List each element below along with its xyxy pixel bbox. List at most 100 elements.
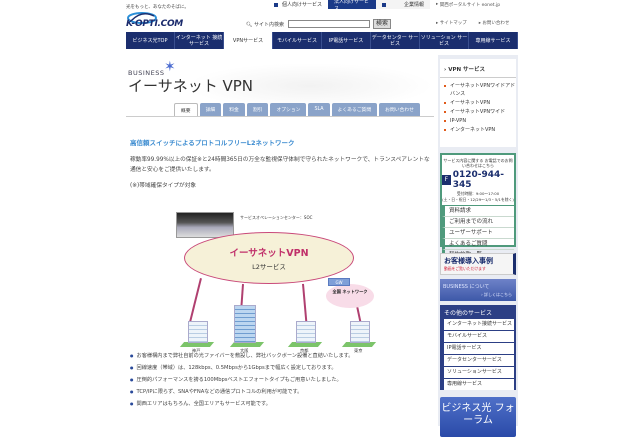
tab-contact[interactable]: お問い合わせ — [379, 103, 420, 116]
nav-ip-phone[interactable]: IP電話サービス — [322, 32, 371, 49]
search-input[interactable] — [287, 20, 370, 28]
other-solution[interactable]: ソリューションサービス — [442, 367, 514, 378]
diagram-subtitle: L2サービス — [252, 263, 286, 271]
vpn-menu-heading[interactable]: › VPN サービス — [440, 59, 516, 78]
intro-paragraph: 稼動率99.99%以上の保証※と24時間365日の万全な監視保守体制で守られたネ… — [130, 157, 430, 173]
building-icon — [296, 321, 316, 343]
nav-solution[interactable]: ソリューション サービス — [420, 32, 469, 49]
contact-intro: サービス内容に関する お電話でのお問い合わせはこちら — [443, 158, 513, 168]
top-links: 個人向けサービス 法人向けサービス 企業情報 ▸ 関西ポータルサイト eonet… — [268, 0, 501, 12]
portal-link[interactable]: ▸ 関西ポータルサイト eonet.jp — [436, 2, 501, 8]
case-sub: 動画をご覧いただけます — [444, 266, 486, 271]
list-item: 回線速度（帯域）は、128kbps、0.5Mbpsから1Gbpsまで幅広く設定し… — [130, 362, 354, 374]
footnote: (※)帯域確保タイプが対象 — [130, 183, 197, 189]
vpn-ellipse: イーサネットVPN L2サービス — [184, 232, 354, 284]
sitemap-label: サイトマップ — [439, 21, 467, 26]
phone-row: F 0120-944-345 — [442, 170, 514, 190]
other-services: その他のサービス インターネット接続サービス モバイルサービス IP電話サービス… — [440, 305, 516, 390]
link-label: 個人向けサービス — [282, 2, 323, 8]
other-datacenter[interactable]: データセンターサービス — [442, 355, 514, 366]
tabs: 概要 詳細 料金 割引 オプション SLA よくあるご質問 お問い合わせ — [174, 103, 420, 116]
tagline: 光をもっと、あなたのそばに。 — [126, 5, 189, 10]
diagram-title: イーサネットVPN — [229, 248, 309, 259]
vpn-item-internet-vpn[interactable]: インターネットVPN — [444, 126, 516, 134]
city-tokyo: 東京 — [354, 348, 363, 353]
link-label: 法人向けサービス — [334, 0, 370, 12]
square-icon — [382, 2, 387, 7]
other-mobile[interactable]: モバイルサービス — [442, 331, 514, 342]
logo-text[interactable]: K-OPTI.COM — [126, 19, 183, 29]
other-leased-line[interactable]: 専用線サービス — [442, 379, 514, 390]
vpn-item-ethernet-wide[interactable]: イーサネットVPNワイド — [444, 108, 516, 116]
vpn-item-ethernet[interactable]: イーサネットVPN — [444, 99, 516, 107]
global-nav: ビジネス光TOP インターネット 接続サービス VPNサービス モバイルサービス… — [126, 32, 518, 49]
nav-biz-top[interactable]: ビジネス光TOP — [126, 32, 175, 49]
link-personal[interactable]: 個人向けサービス — [268, 0, 328, 9]
vpn-item-ip-vpn[interactable]: IP-VPN — [444, 117, 516, 125]
tab-discount[interactable]: 割引 — [246, 103, 269, 116]
phone-number[interactable]: 0120-944-345 — [452, 170, 505, 190]
tab-details[interactable]: 詳細 — [199, 103, 222, 116]
other-ip-phone[interactable]: IP電話サービス — [442, 343, 514, 354]
vpn-list: イーサネットVPNワイドアドバンス イーサネットVPN イーサネットVPNワイド… — [440, 78, 516, 134]
business-link-label: 詳しくはこちら — [484, 292, 512, 297]
national-network-cloud: 全国 ネットワーク — [326, 284, 374, 308]
building-icon — [188, 321, 208, 343]
search-label-text: サイト内検索 — [253, 21, 284, 28]
search-button[interactable]: 検索 — [372, 19, 391, 29]
link-label: 企業情報 — [404, 2, 425, 8]
contact-link[interactable]: ▸ お問い合わせ — [478, 21, 510, 26]
hours: 受付時間：9:00〜17:00 — [456, 191, 500, 196]
business-title: BUSINESS について — [443, 284, 490, 290]
gw-box: GW — [328, 278, 350, 286]
tab-divider — [126, 116, 434, 117]
portal-label: 関西ポータルサイト eonet.jp — [439, 2, 501, 8]
nav-leased-line[interactable]: 専用線サービス — [469, 32, 518, 49]
header-arc — [186, 63, 434, 109]
feature-list: お客様構内まで弊社自前の光ファイバーを敷設し、弊社バックボーン設備と直結いたしま… — [130, 350, 354, 410]
list-item: 圧倒的パフォーマンスを誇る100Mbpsベストエフォートタイプもご用意いたしまし… — [130, 374, 354, 386]
tab-faq[interactable]: よくあるご質問 — [331, 103, 378, 116]
case-title: お客様導入事例 — [444, 257, 493, 265]
list-item: 関西エリアはもちろん、全国エリアもサービス可能です。 — [130, 398, 354, 410]
link-faq[interactable]: よくあるご質問 — [442, 239, 514, 250]
vpn-item-wide-advance[interactable]: イーサネットVPNワイドアドバンス — [444, 82, 516, 98]
other-heading: その他のサービス — [444, 310, 493, 317]
soc-label: サービスオペレーションセンター：SOC — [240, 215, 313, 220]
tab-sla[interactable]: SLA — [308, 103, 330, 116]
search-label: 🔍︎ サイト内検索 — [246, 21, 284, 28]
sub-links: ▸ サイトマップ ▸ お問い合わせ — [436, 20, 509, 26]
nav-vpn[interactable]: VPNサービス — [224, 32, 273, 49]
link-brochure[interactable]: 資料請求 — [442, 206, 514, 217]
business-link: › 詳しくはこちら — [481, 292, 512, 297]
network-diagram: サービスオペレーションセンター：SOC イーサネットVPN L2サービス 全国 … — [174, 208, 394, 353]
freedial-icon: F — [442, 175, 451, 185]
tab-overview[interactable]: 概要 — [174, 103, 198, 116]
nav-datacenter[interactable]: データセンター サービス — [371, 32, 420, 49]
logo-icon[interactable] — [126, 10, 198, 30]
sidebar: › VPN サービス イーサネットVPNワイドアドバンス イーサネットVPN イ… — [438, 55, 518, 437]
list-item: お客様構内まで弊社自前の光ファイバーを敷設し、弊社バックボーン設備と直結いたしま… — [130, 350, 354, 362]
link-flow[interactable]: ご利用までの流れ — [442, 217, 514, 228]
link-business[interactable]: 法人向けサービス — [328, 0, 377, 12]
other-internet[interactable]: インターネット接続サービス — [442, 319, 514, 330]
page-title: イーサネット VPN — [128, 77, 253, 95]
nav-mobile[interactable]: モバイルサービス — [273, 32, 322, 49]
sitemap-link[interactable]: ▸ サイトマップ — [436, 21, 467, 26]
site-search: 🔍︎ サイト内検索 検索 — [246, 19, 391, 29]
link-company[interactable]: 企業情報 — [376, 0, 431, 9]
tab-pricing[interactable]: 料金 — [223, 103, 245, 116]
sparkle-icon: ✶ — [164, 59, 176, 75]
brand-label: BUSINESS — [128, 69, 165, 77]
tab-options[interactable]: オプション — [270, 103, 307, 116]
case-studies-banner[interactable]: お客様導入事例 動画をご覧いただけます — [440, 253, 516, 275]
closed-days: (土・日・祝日・12/29〜1/3・5/1を除く) — [442, 197, 514, 202]
building-icon — [234, 305, 256, 343]
link-line — [187, 278, 202, 327]
business-banner[interactable]: BUSINESS について › 詳しくはこちら — [440, 279, 516, 301]
contact-links: 資料請求 ご利用までの流れ ユーザーサポート よくあるご質問 契約約款一覧 — [442, 205, 514, 261]
contact-label: お問い合わせ — [482, 21, 510, 26]
link-support[interactable]: ユーザーサポート — [442, 228, 514, 239]
forum-banner[interactable]: ビジネス光 フォーラム — [440, 397, 516, 437]
nav-internet[interactable]: インターネット 接続サービス — [175, 32, 224, 49]
